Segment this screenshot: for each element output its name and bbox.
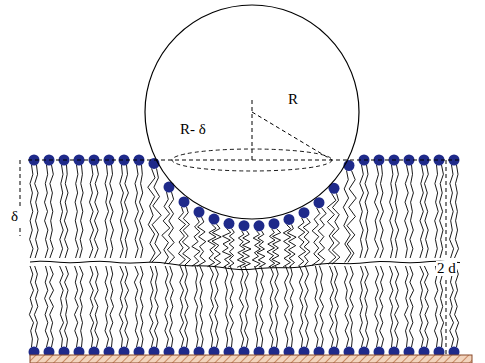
radius-label: R <box>288 92 298 107</box>
lipid-heads <box>29 155 460 358</box>
sphere-outline <box>144 4 360 220</box>
radius-line <box>252 100 253 160</box>
surface-line <box>28 160 462 161</box>
radius-line <box>252 112 332 160</box>
thickness-dimension <box>446 160 447 256</box>
delta-dimension <box>20 160 21 206</box>
sphere: R- δ R <box>144 4 360 220</box>
leaflet-midline <box>30 261 460 269</box>
radius-label: R- δ <box>180 122 206 137</box>
dimension-label: δ <box>10 209 19 224</box>
dimension-label: 2 d <box>436 261 457 276</box>
thickness-dimension <box>446 280 447 355</box>
delta-dimension <box>20 228 21 236</box>
substrate <box>30 355 472 363</box>
lipid-tails <box>29 165 458 347</box>
